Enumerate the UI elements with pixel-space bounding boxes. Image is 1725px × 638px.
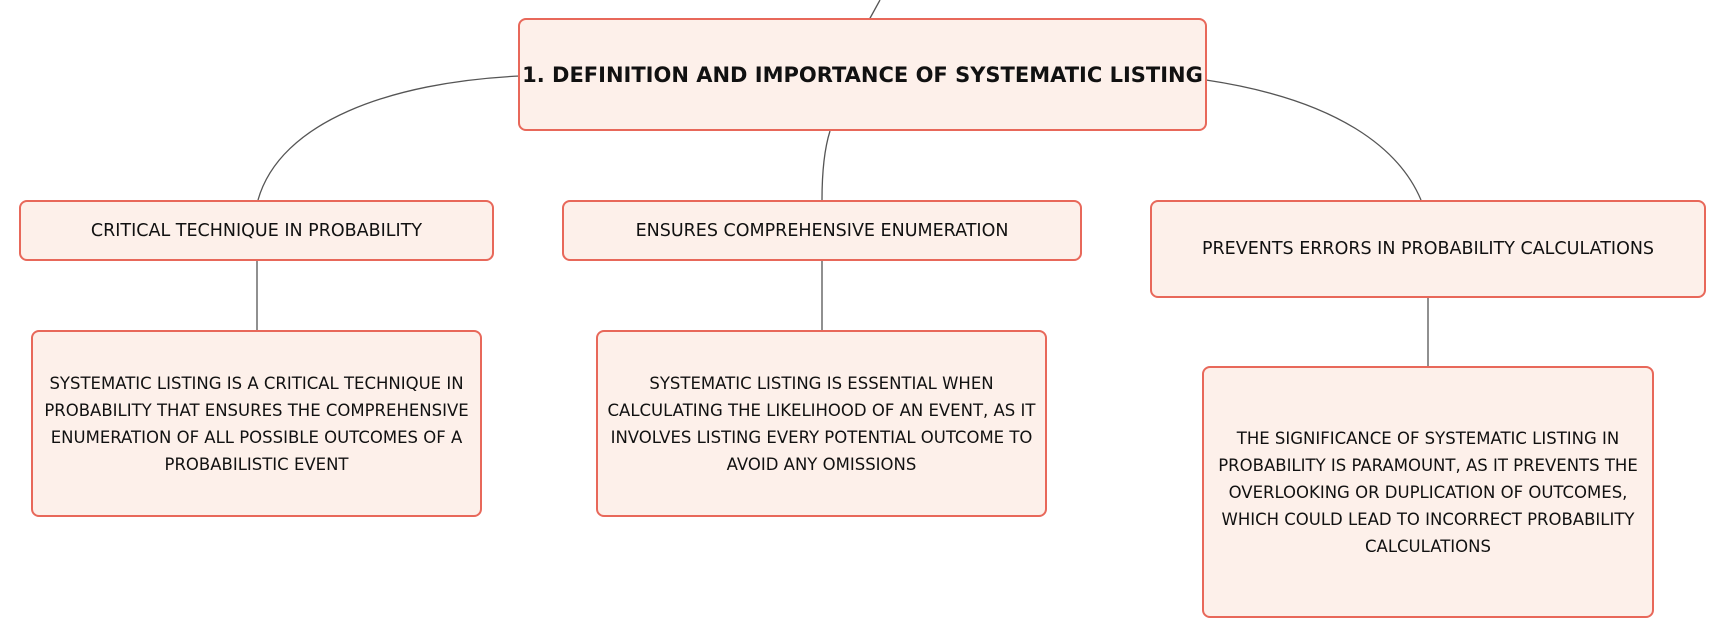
connector-root-to-branch-1 xyxy=(257,75,521,201)
detail-topic-text: SYSTEMATIC LISTING IS ESSENTIAL WHEN CAL… xyxy=(607,373,1036,474)
detail-topic-text: SYSTEMATIC LISTING IS A CRITICAL TECHNIQ… xyxy=(44,373,469,474)
detail-topic-text: THE SIGNIFICANCE OF SYSTEMATIC LISTING I… xyxy=(1218,428,1638,556)
detail-topic-critical-technique[interactable]: SYSTEMATIC LISTING IS A CRITICAL TECHNIQ… xyxy=(31,330,482,517)
branch-topic-label: PREVENTS ERRORS IN PROBABILITY CALCULATI… xyxy=(1201,239,1655,259)
root-topic-label: 1. DEFINITION AND IMPORTANCE OF SYSTEMAT… xyxy=(522,62,1203,87)
branch-topic-critical-technique[interactable]: CRITICAL TECHNIQUE IN PROBABILITY xyxy=(19,200,494,261)
branch-topic-prevents-errors[interactable]: PREVENTS ERRORS IN PROBABILITY CALCULATI… xyxy=(1150,200,1706,298)
branch-topic-comprehensive-enumeration[interactable]: ENSURES COMPREHENSIVE ENUMERATION xyxy=(562,200,1082,261)
connector-parent-to-root xyxy=(868,0,881,21)
branch-topic-label: ENSURES COMPREHENSIVE ENUMERATION xyxy=(635,220,1009,241)
connector-root-to-branch-3 xyxy=(1205,79,1422,201)
root-topic[interactable]: 1. DEFINITION AND IMPORTANCE OF SYSTEMAT… xyxy=(518,18,1207,131)
branch-topic-label: CRITICAL TECHNIQUE IN PROBABILITY xyxy=(90,220,423,241)
detail-topic-prevents-errors[interactable]: THE SIGNIFICANCE OF SYSTEMATIC LISTING I… xyxy=(1202,366,1654,618)
connector-root-to-branch-2 xyxy=(821,130,831,201)
detail-topic-comprehensive-enumeration[interactable]: SYSTEMATIC LISTING IS ESSENTIAL WHEN CAL… xyxy=(596,330,1047,517)
